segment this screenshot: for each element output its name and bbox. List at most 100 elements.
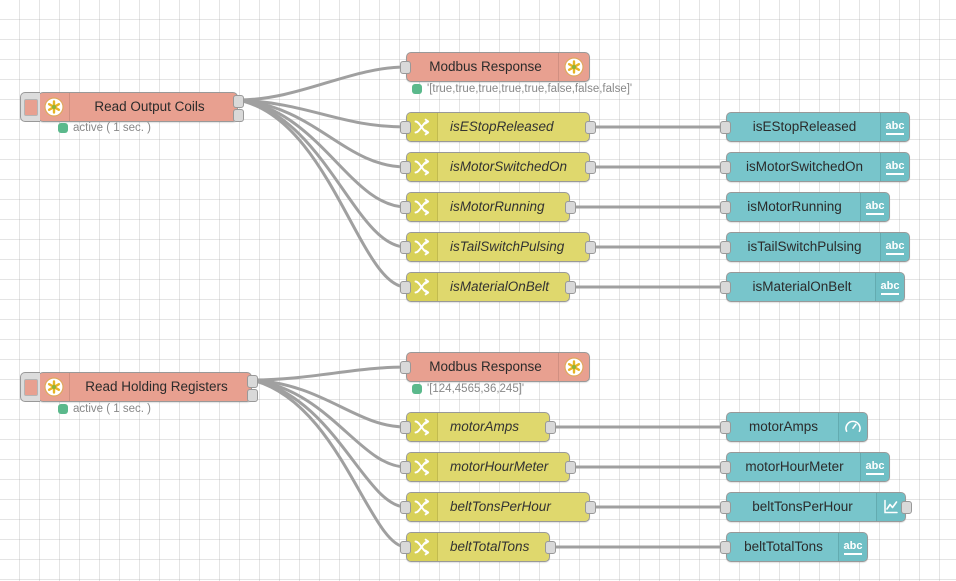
output-port-1[interactable]: [233, 95, 244, 108]
node-change-isTailSwitchPulsing[interactable]: isTailSwitchPulsing: [406, 232, 590, 262]
node-label: isTailSwitchPulsing: [438, 233, 589, 261]
node-ui-isMotorRunning[interactable]: isMotorRunning abc: [726, 192, 890, 222]
wire-regs-to-change-4: [252, 380, 406, 547]
output-port[interactable]: [901, 501, 912, 514]
node-label: motorAmps: [438, 413, 549, 441]
input-port[interactable]: [400, 121, 411, 134]
node-ui-isMaterialOnBelt[interactable]: isMaterialOnBelt abc: [726, 272, 905, 302]
wire-regs-to-change-3: [252, 380, 406, 507]
input-port[interactable]: [400, 461, 411, 474]
output-port-2[interactable]: [247, 389, 258, 402]
input-port[interactable]: [720, 501, 731, 514]
input-port[interactable]: [400, 201, 411, 214]
change-swap-icon: [407, 493, 438, 521]
node-change-motorAmps[interactable]: motorAmps: [406, 412, 550, 442]
change-swap-icon: [407, 533, 438, 561]
wire-regs-to-response: [252, 367, 406, 380]
input-port[interactable]: [720, 541, 731, 554]
node-change-beltTotalTons[interactable]: beltTotalTons: [406, 532, 550, 562]
output-port-1[interactable]: [247, 375, 258, 388]
node-label: isEStopReleased: [438, 113, 589, 141]
inject-button-read-holding-registers[interactable]: [20, 372, 40, 402]
wire-coils-to-change-4: [238, 100, 406, 247]
node-label: isMaterialOnBelt: [727, 273, 875, 301]
node-ui-isMotorSwitchedOn[interactable]: isMotorSwitchedOn abc: [726, 152, 910, 182]
input-port[interactable]: [400, 501, 411, 514]
input-port[interactable]: [720, 201, 731, 214]
node-label: isMaterialOnBelt: [438, 273, 569, 301]
gauge-icon: [838, 413, 867, 441]
node-ui-motorHourMeter[interactable]: motorHourMeter abc: [726, 452, 890, 482]
node-change-isMotorSwitchedOn[interactable]: isMotorSwitchedOn: [406, 152, 590, 182]
node-label: isEStopReleased: [727, 113, 880, 141]
node-change-motorHourMeter[interactable]: motorHourMeter: [406, 452, 570, 482]
output-port[interactable]: [565, 201, 576, 214]
modbus-asterisk-icon: [39, 373, 70, 401]
output-port[interactable]: [585, 501, 596, 514]
input-port[interactable]: [400, 241, 411, 254]
status-dot: [58, 123, 68, 133]
status-dot: [412, 84, 422, 94]
node-change-beltTonsPerHour[interactable]: beltTonsPerHour: [406, 492, 590, 522]
node-label: Read Holding Registers: [70, 373, 251, 401]
input-port[interactable]: [720, 241, 731, 254]
input-port[interactable]: [720, 121, 731, 134]
input-port[interactable]: [720, 461, 731, 474]
node-modbus-response-2[interactable]: Modbus Response: [406, 352, 590, 382]
status-modbus-response-2: '[124,4565,36,245]': [412, 383, 524, 395]
wire-coils-to-change-1: [238, 100, 406, 127]
output-port[interactable]: [565, 461, 576, 474]
node-ui-beltTonsPerHour[interactable]: beltTonsPerHour: [726, 492, 906, 522]
node-ui-motorAmps[interactable]: motorAmps: [726, 412, 868, 442]
node-read-holding-registers[interactable]: Read Holding Registers: [38, 372, 252, 402]
wire-coils-to-response: [238, 67, 406, 100]
input-port[interactable]: [720, 281, 731, 294]
change-swap-icon: [407, 233, 438, 261]
abc-text-icon: abc: [875, 273, 904, 301]
input-port[interactable]: [400, 161, 411, 174]
input-port[interactable]: [400, 421, 411, 434]
output-port[interactable]: [545, 541, 556, 554]
input-port[interactable]: [720, 161, 731, 174]
node-label: isMotorRunning: [727, 193, 860, 221]
abc-text-icon: abc: [860, 453, 889, 481]
modbus-asterisk-icon: [558, 353, 589, 381]
abc-text-icon: abc: [860, 193, 889, 221]
output-port[interactable]: [545, 421, 556, 434]
input-port[interactable]: [400, 281, 411, 294]
output-port[interactable]: [585, 161, 596, 174]
node-ui-isEStopReleased[interactable]: isEStopReleased abc: [726, 112, 910, 142]
node-label: beltTotalTons: [438, 533, 549, 561]
node-ui-isTailSwitchPulsing[interactable]: isTailSwitchPulsing abc: [726, 232, 910, 262]
node-label: beltTonsPerHour: [727, 493, 876, 521]
node-change-isMotorRunning[interactable]: isMotorRunning: [406, 192, 570, 222]
node-ui-beltTotalTons[interactable]: beltTotalTons abc: [726, 532, 868, 562]
change-swap-icon: [407, 453, 438, 481]
input-port[interactable]: [400, 61, 411, 74]
output-port[interactable]: [585, 121, 596, 134]
status-text: active ( 1 sec. ): [73, 122, 151, 134]
inject-button-read-output-coils[interactable]: [20, 92, 40, 122]
input-port[interactable]: [400, 361, 411, 374]
node-label: motorAmps: [727, 413, 838, 441]
input-port[interactable]: [720, 421, 731, 434]
node-change-isEStopReleased[interactable]: isEStopReleased: [406, 112, 590, 142]
node-label: motorHourMeter: [438, 453, 569, 481]
modbus-asterisk-icon: [39, 93, 70, 121]
input-port[interactable]: [400, 541, 411, 554]
node-change-isMaterialOnBelt[interactable]: isMaterialOnBelt: [406, 272, 570, 302]
node-read-output-coils[interactable]: Read Output Coils: [38, 92, 238, 122]
wire-coils-to-change-5: [238, 100, 406, 287]
node-label: isMotorRunning: [438, 193, 569, 221]
wire-regs-to-change-2: [252, 380, 406, 467]
change-swap-icon: [407, 113, 438, 141]
output-port[interactable]: [585, 241, 596, 254]
node-modbus-response-1[interactable]: Modbus Response: [406, 52, 590, 82]
node-label: isMotorSwitchedOn: [727, 153, 880, 181]
output-port[interactable]: [565, 281, 576, 294]
node-label: beltTonsPerHour: [438, 493, 589, 521]
abc-text-icon: abc: [880, 153, 909, 181]
status-modbus-response-1: '[true,true,true,true,true,false,false,f…: [412, 83, 632, 95]
output-port-2[interactable]: [233, 109, 244, 122]
